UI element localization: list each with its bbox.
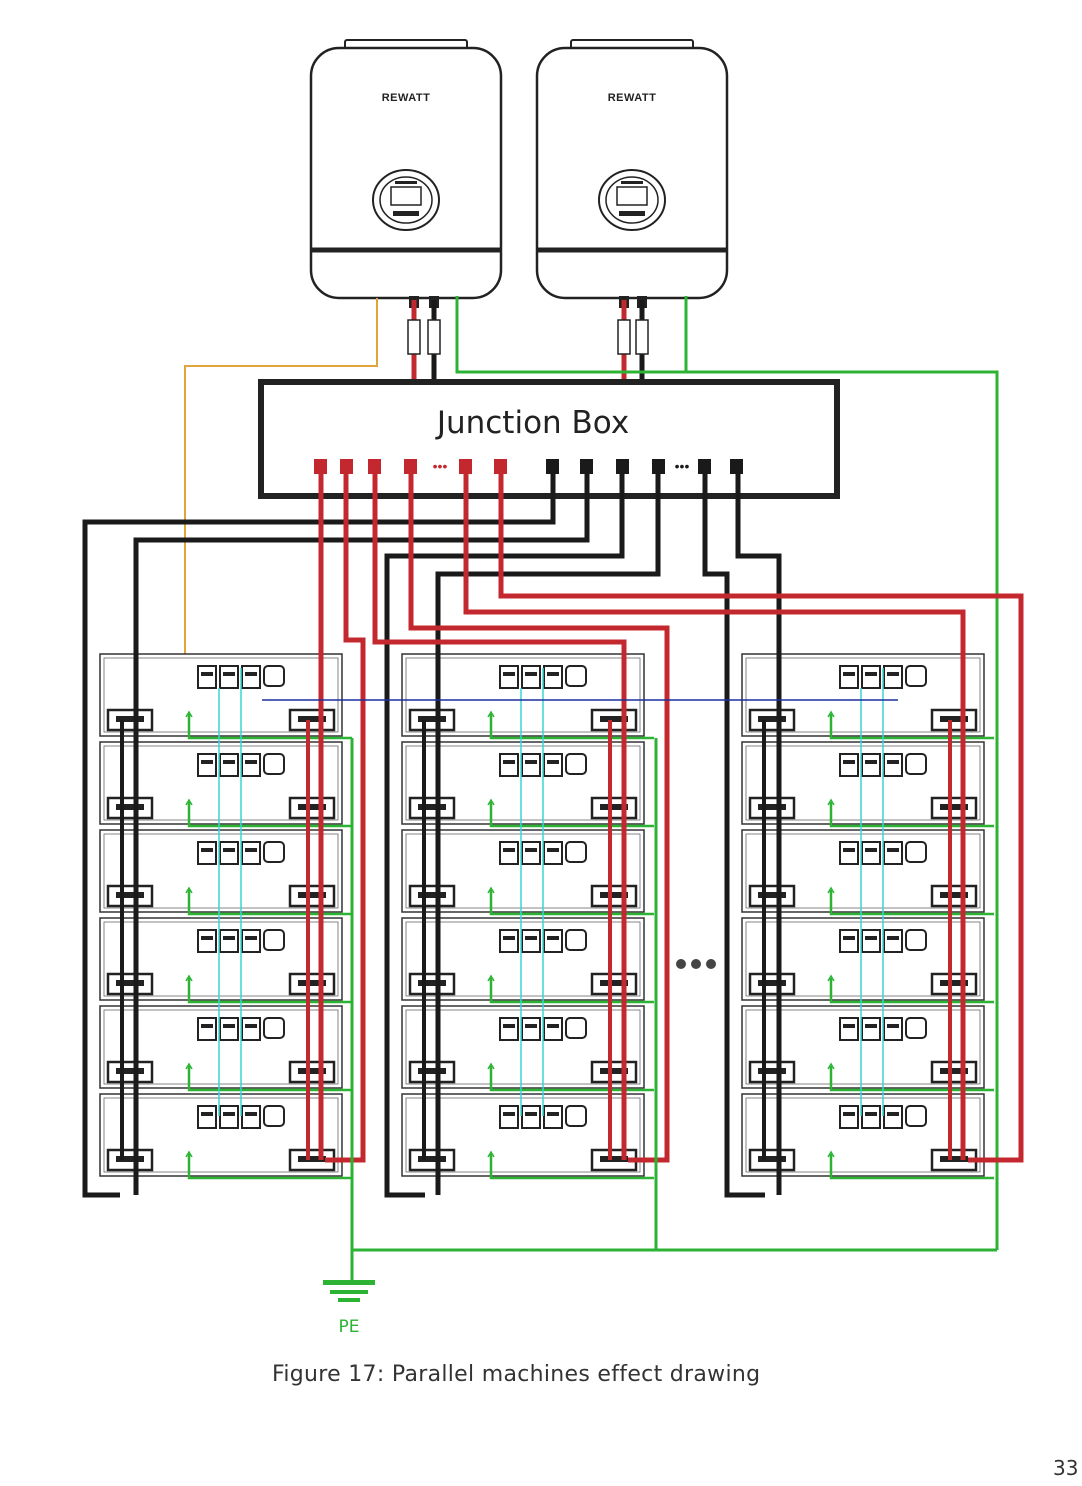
battery-module bbox=[741, 653, 994, 740]
junction-box-label: Junction Box bbox=[435, 405, 629, 441]
stack-power-cables bbox=[82, 474, 1024, 1198]
battery-module bbox=[99, 917, 352, 1004]
figure-caption: Figure 17: Parallel machines effect draw… bbox=[272, 1362, 761, 1387]
battery-module bbox=[741, 1005, 994, 1092]
battery-module bbox=[741, 829, 994, 916]
battery-stack-1 bbox=[99, 653, 352, 1180]
ground-symbol bbox=[323, 1280, 375, 1302]
inverter-2: REWATT bbox=[535, 39, 729, 308]
positive-terminal-ellipsis: ••• bbox=[433, 458, 448, 474]
inverter-1-logo: REWATT bbox=[382, 92, 431, 104]
ground-bus bbox=[350, 738, 997, 1280]
cable-connectors bbox=[407, 319, 649, 355]
battery-module bbox=[401, 741, 654, 828]
battery-module bbox=[401, 1093, 654, 1180]
battery-module bbox=[741, 1093, 994, 1180]
battery-stack-3 bbox=[741, 653, 994, 1180]
ground-label: PE bbox=[339, 1317, 360, 1337]
battery-module bbox=[741, 917, 994, 1004]
page-number: 33 bbox=[1053, 1456, 1079, 1480]
battery-module bbox=[99, 741, 352, 828]
negative-terminal-ellipsis: ••• bbox=[675, 458, 690, 474]
battery-module bbox=[401, 829, 654, 916]
inverter-2-logo: REWATT bbox=[608, 92, 657, 104]
inverter-1: REWATT bbox=[309, 39, 503, 308]
battery-module bbox=[99, 1093, 352, 1180]
battery-stack-2 bbox=[401, 653, 654, 1180]
stack-ellipsis bbox=[676, 959, 716, 969]
junction-box: Junction Box ••• ••• bbox=[258, 379, 840, 499]
battery-stacks bbox=[99, 653, 994, 1180]
